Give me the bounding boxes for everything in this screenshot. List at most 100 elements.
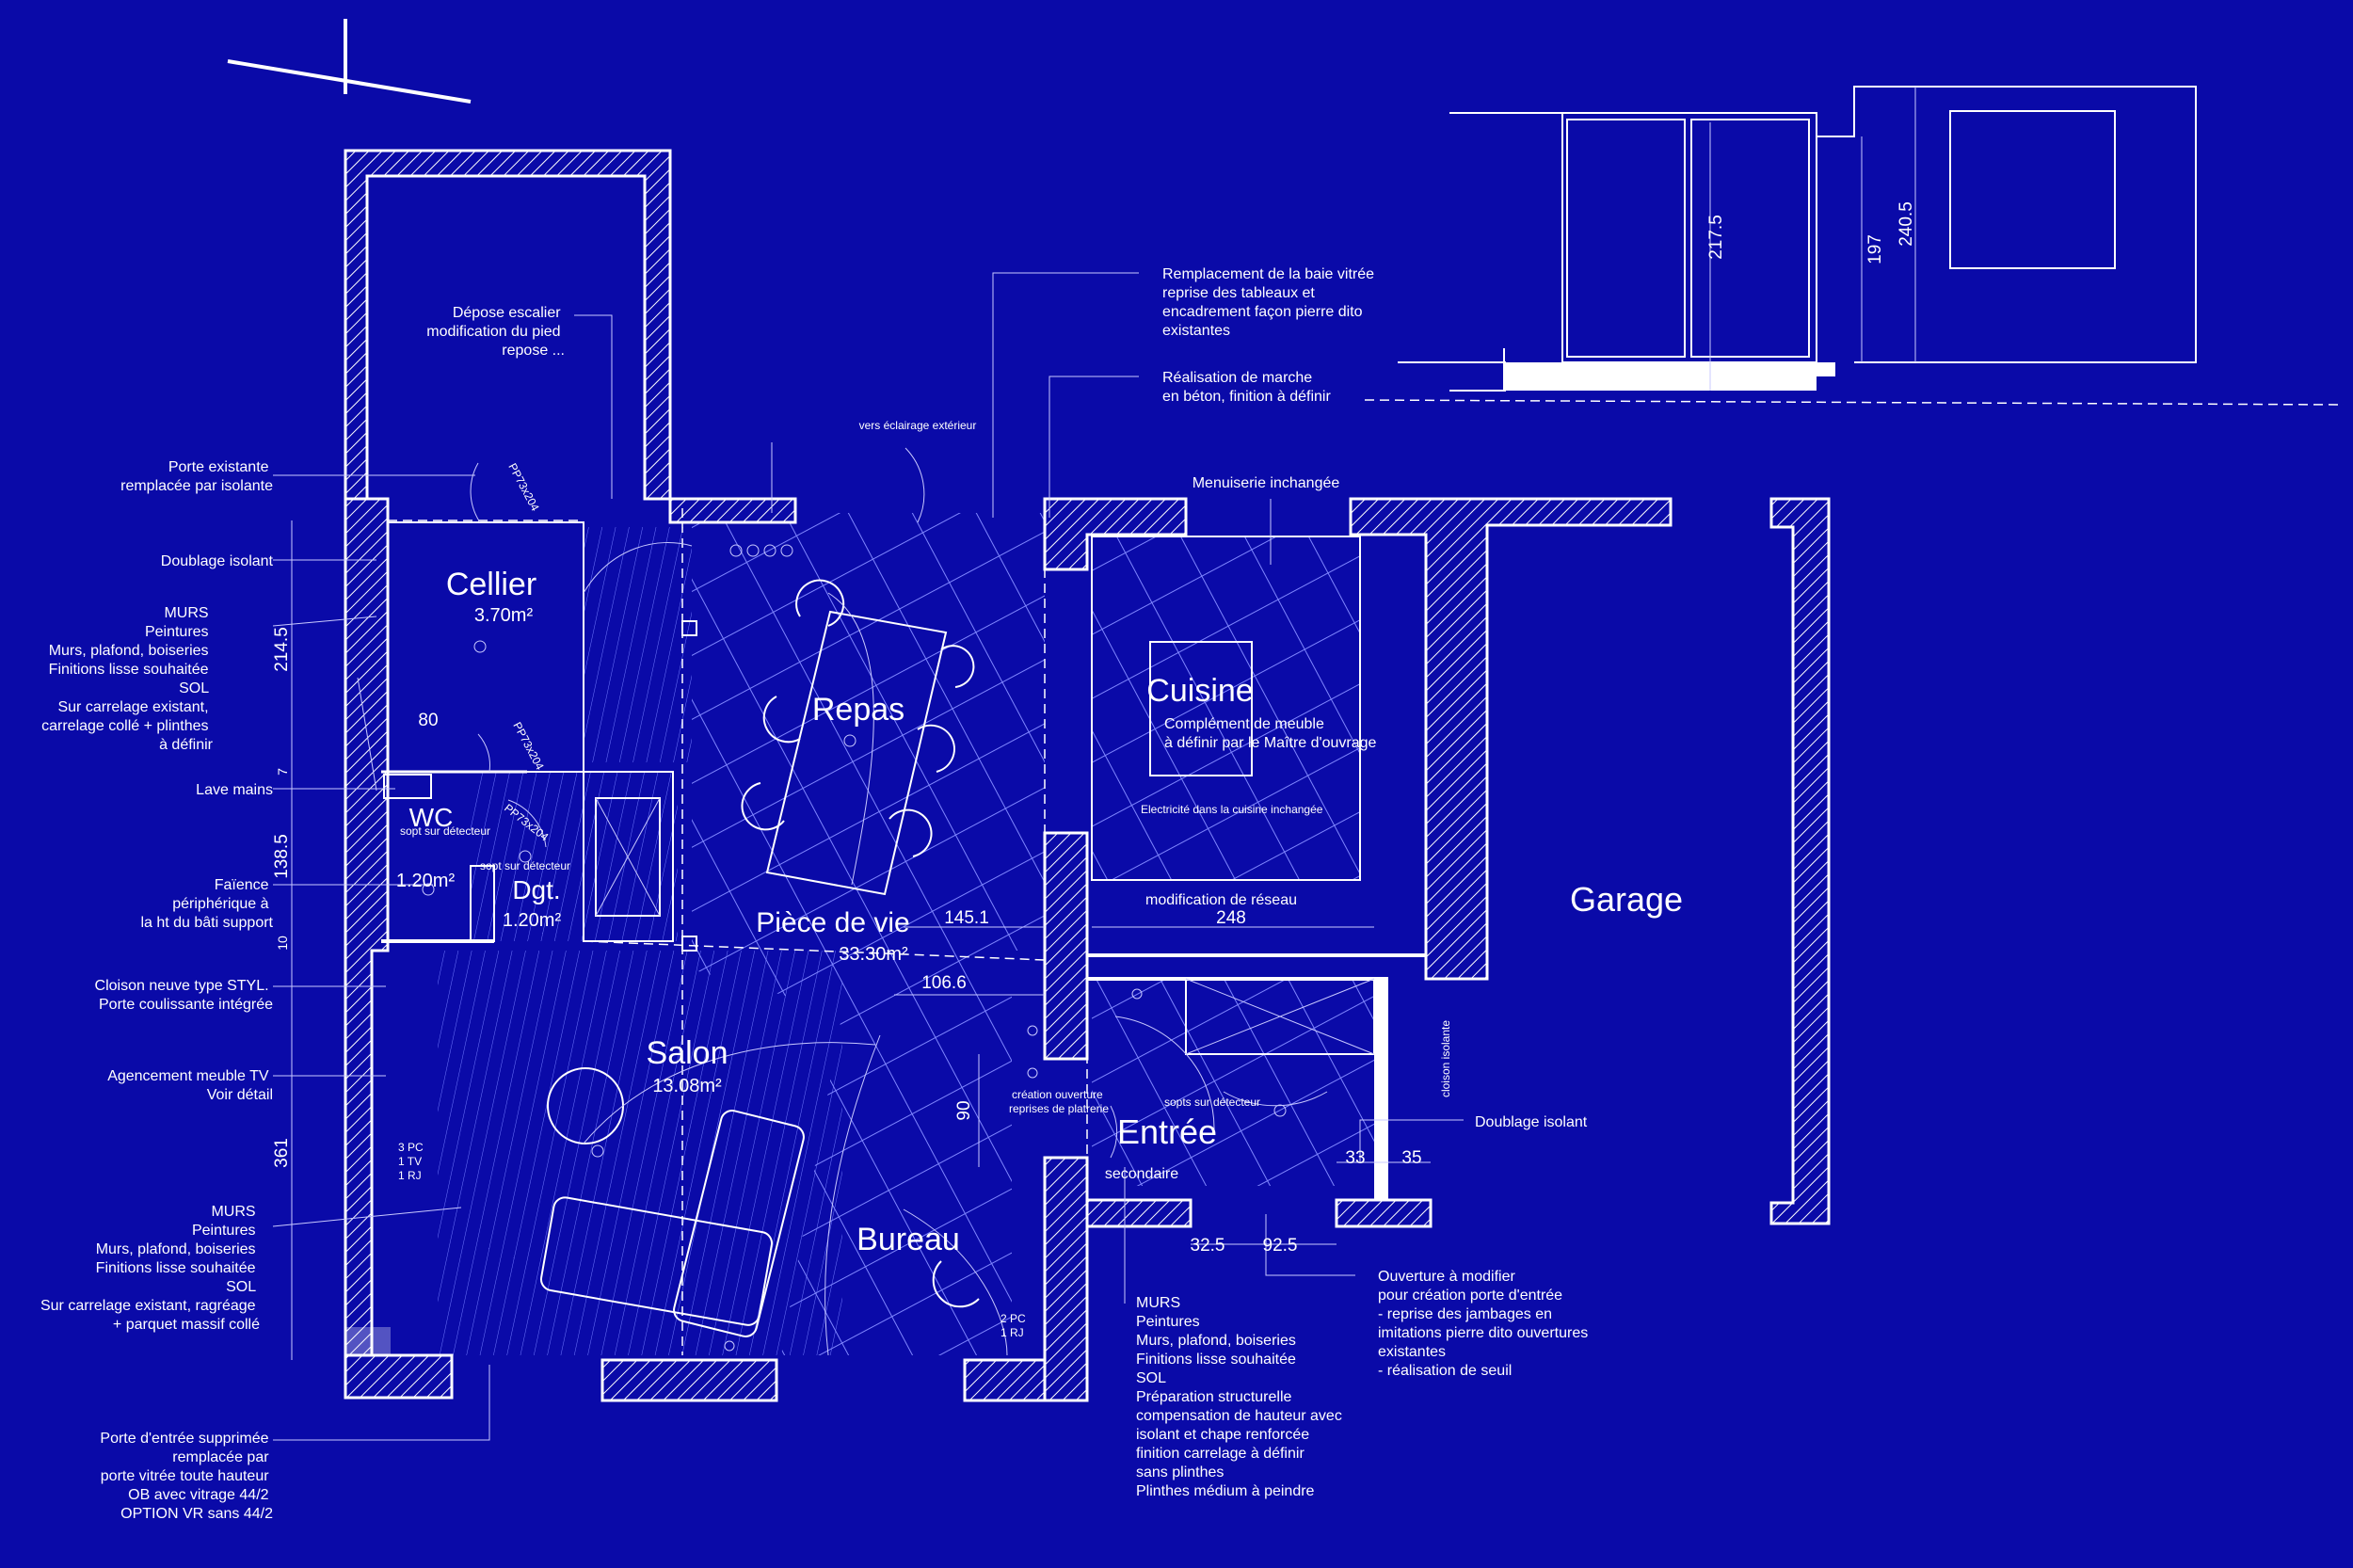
- note-line: - reprise des jambages en: [1378, 1306, 1552, 1322]
- note-line: 3 PC: [398, 1141, 424, 1154]
- note-menuiserie: Menuiserie inchangée: [1193, 475, 1340, 491]
- dim-217-5: 217.5: [1706, 215, 1726, 260]
- note-outlets-salon: 3 PC 1 TV 1 RJ: [398, 1141, 426, 1182]
- salon-floor: [438, 951, 842, 1355]
- note-line: Préparation structurelle: [1136, 1389, 1292, 1405]
- dining-set: [741, 579, 975, 896]
- note-line: OPTION VR sans 44/2: [120, 1506, 273, 1522]
- dim-27: 27: [1708, 369, 1724, 385]
- dim-197: 197: [1865, 234, 1885, 264]
- note-line: compensation de hauteur avec: [1136, 1408, 1342, 1424]
- room-dgt-area: 1.20m²: [503, 910, 562, 931]
- note-creation: création ouverture reprises de platrerie: [1009, 1088, 1109, 1115]
- kitchen-island: [1149, 641, 1253, 776]
- note-cloison-isolante: cloison isolante: [1439, 1020, 1452, 1097]
- dim-80: 80: [418, 711, 438, 730]
- room-cuisine-name: Cuisine: [1146, 673, 1253, 709]
- note-line: Faïence: [215, 877, 269, 893]
- dim-7: 7: [275, 768, 290, 776]
- kitchen-tiles: [1092, 536, 1360, 880]
- note-murs-2: MURS Peintures Murs, plafond, boiseries …: [40, 1204, 260, 1333]
- note-porte-entree: Porte d'entrée supprimée remplacée par p…: [100, 1431, 273, 1522]
- dashed-lines: [388, 399, 2345, 1355]
- note-faience: Faïence périphérique à la ht du bâti sup…: [140, 877, 273, 931]
- note-line: remplacée par isolante: [120, 478, 273, 494]
- note-line: existantes: [1378, 1344, 1446, 1360]
- dim-32-5: 32.5: [1191, 1236, 1225, 1256]
- note-line: reprises de platrerie: [1009, 1102, 1109, 1115]
- note-line: Porte existante: [168, 459, 269, 475]
- note-line: SOL: [1136, 1370, 1166, 1386]
- note-doublage-2: Doublage isolant: [1475, 1114, 1588, 1130]
- room-repas-name: Repas: [812, 692, 904, 728]
- note-outlets-bureau: 2 PC 1 RJ: [1000, 1312, 1029, 1339]
- room-piece-name: Pièce de vie: [756, 907, 909, 938]
- note-line: - réalisation de seuil: [1378, 1363, 1512, 1379]
- room-salon-area: 13.08m²: [652, 1076, 722, 1096]
- room-cellier-name: Cellier: [446, 567, 536, 602]
- note-line: modification du pied: [426, 324, 560, 340]
- room-wc-name: WC: [409, 803, 454, 832]
- room-outlines: [381, 521, 1426, 1055]
- elevation-detail: [1398, 86, 2197, 392]
- note-line: SOL: [226, 1279, 256, 1295]
- dim-214-5: 214.5: [272, 627, 292, 672]
- dimension-lines: [291, 520, 1431, 1360]
- dim-240-5: 240.5: [1897, 201, 1916, 247]
- note-line: création ouverture: [1012, 1088, 1103, 1101]
- note-line: Peintures: [192, 1223, 256, 1239]
- dim-33: 33: [1345, 1148, 1365, 1168]
- note-line: Porte d'entrée supprimée: [100, 1431, 268, 1447]
- dim-106-6: 106.6: [921, 973, 967, 993]
- room-entree-name: Entrée: [1117, 1112, 1217, 1151]
- note-sopt-wc: sopt sur détecteur: [400, 824, 490, 838]
- note-doublage: Doublage isolant: [161, 553, 274, 569]
- note-line: porte vitrée toute hauteur: [101, 1468, 269, 1484]
- room-wc-area: 1.20m²: [396, 871, 456, 891]
- note-line: MURS: [1136, 1295, 1180, 1311]
- note-line: la ht du bâti support: [140, 915, 273, 931]
- note-line: Cloison neuve type STYL.: [95, 978, 269, 994]
- dim-138-5: 138.5: [272, 834, 292, 879]
- note-line: Sur carrelage existant,: [57, 699, 208, 715]
- note-line: encadrement façon pierre dito: [1162, 304, 1363, 320]
- dim-248: 248: [1216, 908, 1246, 928]
- wc-hatch: [471, 772, 678, 941]
- dim-145-1: 145.1: [944, 908, 989, 928]
- note-line: reprise des tableaux et: [1162, 285, 1315, 301]
- room-garage-name: Garage: [1570, 880, 1683, 919]
- note-line: Finitions lisse souhaitée: [96, 1260, 256, 1276]
- note-sopt-dgt: sopt sur détecteur: [480, 859, 570, 872]
- site-lines: [227, 19, 472, 104]
- note-ouverture: Ouverture à modifier pour création porte…: [1378, 1269, 1593, 1379]
- dim-90: 90: [954, 1100, 974, 1120]
- note-eclairage: vers éclairage extérieur: [859, 419, 977, 432]
- door-tag-1: PP73x204: [505, 461, 542, 514]
- note-line: Voir détail: [207, 1087, 273, 1103]
- electrical-symbols: [422, 544, 1287, 1352]
- note-agencement: Agencement meuble TV Voir détail: [107, 1068, 273, 1103]
- note-line: Porte coulissante intégrée: [99, 997, 273, 1013]
- note-murs-3: MURS Peintures Murs, plafond, boiseries …: [1136, 1295, 1346, 1499]
- note-line: à définir par le Maître d'ouvrage: [1164, 735, 1377, 751]
- note-line: Finitions lisse souhaitée: [49, 662, 209, 678]
- dim-10: 10: [275, 936, 290, 951]
- note-line: à définir: [159, 737, 214, 753]
- living-tiles: [692, 513, 1045, 1355]
- note-line: imitations pierre dito ouvertures: [1378, 1325, 1588, 1341]
- salon-furniture: [539, 1034, 881, 1356]
- note-line: SOL: [179, 680, 209, 696]
- note-line: + parquet massif collé: [113, 1317, 260, 1333]
- note-line: carrelage collé + plinthes: [41, 718, 208, 734]
- walls: [344, 149, 1831, 1402]
- note-line: Agencement meuble TV: [107, 1068, 269, 1084]
- room-dgt-name: Dgt.: [512, 875, 560, 904]
- note-line: en béton, finition à définir: [1162, 389, 1331, 405]
- note-line: sans plinthes: [1136, 1464, 1224, 1480]
- note-line: finition carrelage à définir: [1136, 1446, 1305, 1462]
- note-line: Ouverture à modifier: [1378, 1269, 1516, 1285]
- dim-35: 35: [1401, 1148, 1421, 1168]
- note-line: 1 RJ: [398, 1169, 422, 1182]
- note-line: pour création porte d'entrée: [1378, 1288, 1562, 1304]
